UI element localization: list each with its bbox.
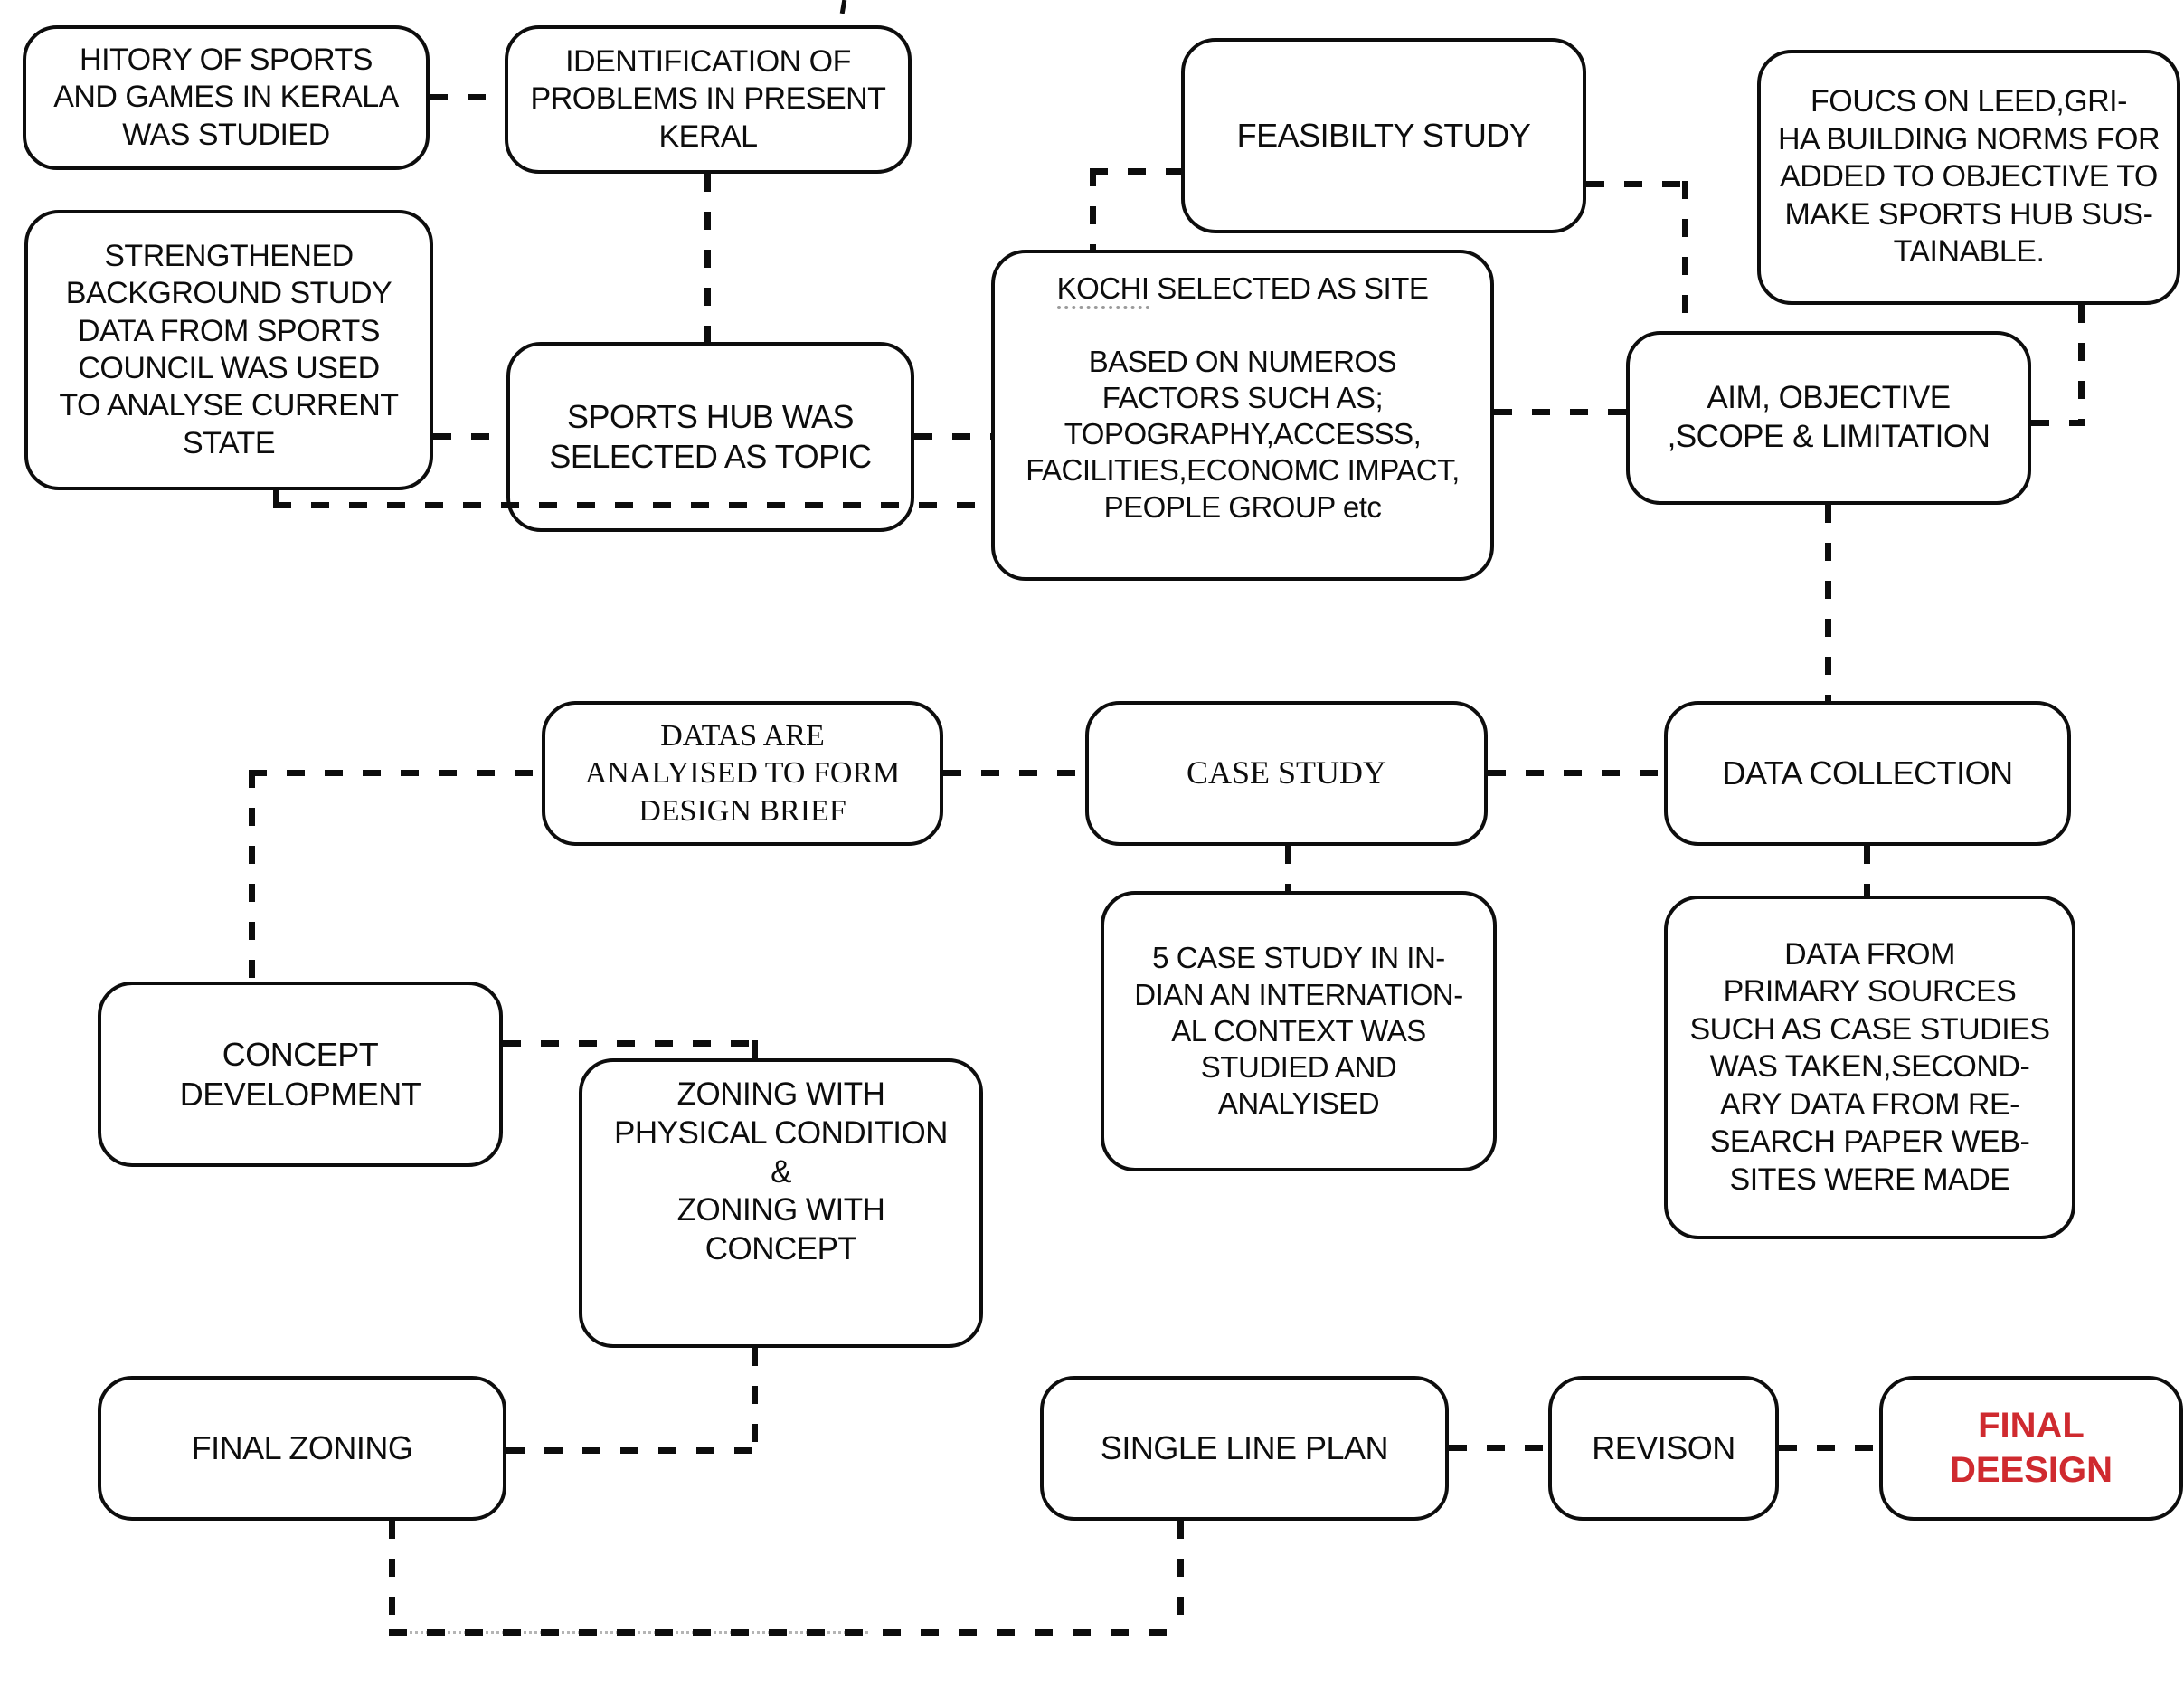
node-five-case-study: 5 CASE STUDY IN IN- DIAN AN INTERNATION-… [1101, 891, 1497, 1171]
edge-zoning-final-zoning-vertical [752, 1348, 758, 1454]
node-datas: DATAS ARE ANALYISED TO FORM DESIGN BRIEF [542, 701, 943, 846]
edge-concept-zoning-horizontal [503, 1040, 758, 1047]
node-sports-hub-label: SPORTS HUB WAS SELECTED AS TOPIC [549, 398, 872, 475]
node-feasibility-label: FEASIBILTY STUDY [1236, 117, 1531, 155]
node-data-collection: DATA COLLECTION [1664, 701, 2071, 846]
edge-zoning-final-zoning-horizontal [506, 1447, 759, 1454]
edge-data-collection-data-from [1864, 846, 1870, 896]
node-kochi-label: KOCHI SELECTED AS SITE BASED ON NUMEROS … [1016, 229, 1469, 602]
node-concept-development: CONCEPT DEVELOPMENT [98, 982, 503, 1167]
edge-strengthened-kochi-vertical [273, 490, 279, 508]
edge-feasibility-aim-vertical [1682, 181, 1688, 331]
kochi-first-line-rest: SELECTED AS SITE [1149, 271, 1429, 306]
node-sports-hub: SPORTS HUB WAS SELECTED AS TOPIC [506, 342, 914, 532]
edge-strengthened-sports-hub [433, 433, 506, 440]
node-zoning-label: ZONING WITH PHYSICAL CONDITION & ZONING … [614, 1076, 948, 1267]
node-final-deesign: FINAL DEESIGN [1879, 1376, 2183, 1521]
edge-final-zoning-u-horizontal [389, 1629, 1185, 1636]
edge-case-study-five-case [1285, 846, 1291, 891]
node-feasibility: FEASIBILTY STUDY [1181, 38, 1586, 233]
edge-strengthened-kochi-horizontal [273, 502, 991, 508]
kochi-first-line: KOCHI SELECTED AS SITE [1026, 270, 1460, 310]
node-strengthened-label: STRENGTHENED BACKGROUND STUDY DATA FROM … [59, 238, 399, 460]
node-identification: IDENTIFICATION OF PROBLEMS IN PRESENT KE… [505, 25, 912, 174]
node-foucs: FOUCS ON LEED,GRI- HA BUILDING NORMS FOR… [1757, 50, 2180, 305]
node-foucs-label: FOUCS ON LEED,GRI- HA BUILDING NORMS FOR… [1777, 84, 2160, 270]
node-final-zoning: FINAL ZONING [98, 1376, 506, 1521]
edge-sports-hub-kochi [914, 433, 991, 440]
edge-datas-concept-horizontal [249, 770, 542, 776]
edge-final-zoning-u-vertical-left [389, 1521, 395, 1636]
node-final-deesign-label: FINAL DEESIGN [1949, 1406, 2113, 1490]
node-identification-label: IDENTIFICATION OF PROBLEMS IN PRESENT KE… [530, 43, 886, 154]
node-history: HITORY OF SPORTS AND GAMES IN KERALA WAS… [23, 25, 430, 170]
edge-identification-sports-hub [704, 174, 711, 342]
node-revison: REVISON [1548, 1376, 1779, 1521]
edge-datas-concept-vertical [249, 770, 255, 982]
kochi-rest-lines: BASED ON NUMEROS FACTORS SUCH AS; TOPOGR… [1026, 344, 1460, 524]
node-aim: AIM, OBJECTIVE ,SCOPE & LIMITATION [1626, 331, 2031, 505]
edge-kochi-feasibility-horizontal [1090, 168, 1181, 175]
node-data-from-label: DATA FROM PRIMARY SOURCES SUCH AS CASE S… [1689, 936, 2050, 1197]
edge-single-line-plan-u-vertical-right [1177, 1521, 1184, 1634]
edge-revison-final-deesign [1779, 1445, 1879, 1451]
edge-feasibility-aim-horizontal [1586, 181, 1689, 187]
node-single-line-plan: SINGLE LINE PLAN [1040, 1376, 1449, 1521]
edge-case-study-data-collection [1488, 770, 1664, 776]
node-case-study: CASE STUDY [1085, 701, 1488, 846]
edge-concept-zoning-vertical [752, 1040, 758, 1058]
kochi-underlined-word: KOCHI [1056, 271, 1149, 310]
edge-datas-case-study [943, 770, 1085, 776]
edge-single-line-plan-revison [1449, 1445, 1548, 1451]
node-final-zoning-label: FINAL ZONING [191, 1429, 413, 1467]
node-datas-label: DATAS ARE ANALYISED TO FORM DESIGN BRIEF [584, 718, 901, 828]
node-revison-label: REVISON [1592, 1429, 1735, 1467]
edge-aim-data-collection [1825, 505, 1831, 701]
edge-aim-foucs-horizontal [2031, 420, 2085, 426]
edge-kochi-aim [1494, 409, 1626, 415]
node-strengthened: STRENGTHENED BACKGROUND STUDY DATA FROM … [24, 210, 433, 490]
node-kochi: KOCHI SELECTED AS SITE BASED ON NUMEROS … [991, 250, 1494, 581]
edge-aim-foucs-vertical [2078, 305, 2085, 426]
stray-tick-mark [839, 0, 847, 14]
node-data-from: DATA FROM PRIMARY SOURCES SUCH AS CASE S… [1664, 896, 2075, 1239]
node-concept-development-label: CONCEPT DEVELOPMENT [179, 1035, 421, 1113]
node-single-line-plan-label: SINGLE LINE PLAN [1100, 1429, 1389, 1467]
node-zoning: ZONING WITH PHYSICAL CONDITION & ZONING … [579, 1058, 983, 1348]
node-aim-label: AIM, OBJECTIVE ,SCOPE & LIMITATION [1667, 380, 1990, 454]
edge-history-identification [430, 94, 505, 100]
edge-kochi-feasibility-vertical [1090, 168, 1096, 250]
node-case-study-label: CASE STUDY [1186, 754, 1387, 792]
node-history-label: HITORY OF SPORTS AND GAMES IN KERALA WAS… [53, 42, 399, 152]
node-five-case-study-label: 5 CASE STUDY IN IN- DIAN AN INTERNATION-… [1134, 941, 1463, 1121]
node-data-collection-label: DATA COLLECTION [1722, 754, 2013, 792]
